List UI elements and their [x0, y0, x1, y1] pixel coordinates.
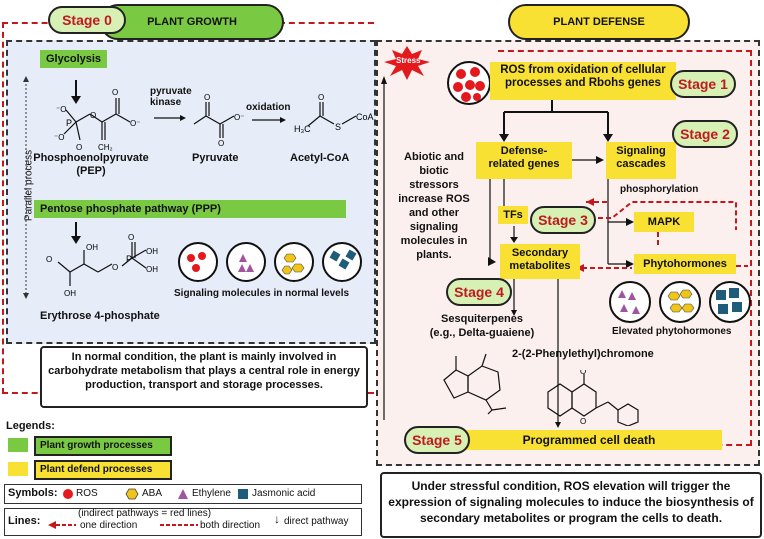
svg-text:O⁻: O⁻ [130, 119, 140, 128]
svg-text:O: O [580, 370, 586, 376]
oxidation-label: oxidation [246, 102, 291, 113]
legend-direct-arrow: ↓ [274, 512, 280, 526]
tfs-box: TFs [498, 206, 528, 224]
pyruvate-label: Pyruvate [192, 152, 239, 164]
svg-text:P: P [66, 118, 72, 128]
stressors-text: Abiotic and biotic stressors increase RO… [398, 151, 470, 261]
erythrose-label: Erythrose 4-phosphate [40, 310, 160, 322]
svg-text:CoA: CoA [356, 112, 374, 122]
legend-growth-swatch [8, 438, 28, 452]
legend-lines-box [4, 508, 362, 536]
ros-cluster-icon [447, 61, 491, 105]
mapk-box: MAPK [634, 212, 694, 232]
svg-text:OH: OH [146, 247, 158, 256]
acetylcoa-label: Acetyl-CoA [290, 152, 350, 164]
elevated-phytohormones-label: Elevated phytohormones [612, 326, 732, 337]
sesquiterpenes-label: Sesquiterpenes (e.g., Delta-guaiene) [429, 313, 535, 339]
svg-text:OH: OH [64, 289, 76, 298]
chromone-label: 2-(2-Phenylethyl)chromone [512, 348, 654, 360]
signaling-normal-label: Signaling molecules in normal levels [174, 288, 350, 299]
plant-defense-header: PLANT DEFENSE [508, 4, 690, 40]
secondary-metabolites-box: Secondary metabolites [500, 244, 580, 279]
elevated-phytohormone-icons [609, 281, 751, 323]
legend-growth-label: Plant growth processes [34, 436, 172, 456]
svg-text:O: O [112, 263, 118, 272]
legend-ros: ROS [76, 488, 98, 499]
defense-note: Under stressful condition, ROS elevation… [380, 472, 762, 538]
defense-genes-box: Defense- related genes [476, 142, 572, 179]
legend-symbols-label: Symbols: [8, 487, 58, 499]
legend-indirect: (indirect pathways = red lines) [78, 508, 212, 519]
svg-text:O: O [76, 143, 82, 152]
svg-text:S: S [335, 122, 341, 132]
stage4-badge: Stage 4 [446, 278, 512, 306]
svg-text:O: O [128, 233, 134, 242]
pyruvate-kinase-label: pyruvate kinase [150, 86, 192, 108]
ppp-label: Pentose phosphate pathway (PPP) [34, 200, 346, 218]
stage5-badge: Stage 5 [404, 426, 470, 454]
legend-line-samples [48, 521, 198, 529]
stress-label: Stress [396, 56, 421, 65]
legend-ethylene: Ethylene [192, 488, 231, 499]
legend-aba: ABA [142, 488, 163, 499]
stage3-badge: Stage 3 [530, 206, 596, 234]
growth-structures: ⁻O P ⁻O O O O O⁻ CH₂ O O O⁻ H₃C O S CoA … [23, 76, 374, 299]
svg-text:P: P [126, 254, 132, 264]
delta-guaiene-structure [443, 353, 507, 415]
stage1-badge: Stage 1 [670, 70, 736, 98]
svg-text:O: O [112, 88, 118, 97]
svg-text:OH: OH [86, 243, 98, 252]
svg-text:H₃C: H₃C [294, 124, 311, 134]
legend-jasmonic: Jasmonic acid [252, 488, 316, 499]
signaling-cascades-box: Signaling cascades [606, 142, 676, 179]
svg-text:CH₂: CH₂ [98, 143, 113, 152]
svg-text:O: O [218, 139, 224, 148]
svg-text:OH: OH [146, 265, 158, 274]
chromone-structure: O O [547, 370, 639, 426]
defense-arrows [381, 76, 748, 428]
svg-text:O: O [90, 111, 96, 120]
svg-text:O: O [318, 93, 324, 102]
glycolysis-label: Glycolysis [40, 50, 108, 68]
stage2-badge: Stage 2 [672, 120, 738, 148]
stress-burst-icon [384, 46, 430, 80]
legend-one-direction: one direction [80, 520, 138, 531]
svg-text:⁻O: ⁻O [54, 133, 64, 142]
pcd-box: Programmed cell death [456, 430, 722, 450]
svg-text:O: O [580, 417, 586, 426]
legend-lines-label: Lines: [8, 515, 41, 527]
legend-symbol-icons [63, 488, 248, 500]
svg-text:⁻O: ⁻O [56, 105, 66, 114]
legend-defend-label: Plant defend processes [34, 460, 172, 480]
growth-note: In normal condition, the plant is mainly… [40, 346, 368, 408]
phytohormones-box: Phytohormones [634, 254, 736, 274]
svg-text:O⁻: O⁻ [234, 113, 244, 122]
legend-direct: direct pathway [284, 516, 349, 527]
svg-text:O: O [46, 255, 52, 264]
legend-both-direction: both direction [200, 520, 261, 531]
svg-text:O: O [204, 93, 210, 102]
pep-label: Phosphoenolpyruvate (PEP) [33, 152, 149, 177]
growth-panel [6, 40, 376, 344]
legend-title: Legends: [6, 420, 55, 432]
legend-symbols-box [4, 484, 362, 504]
normal-signaling-icons [178, 242, 362, 282]
phosphorylation-label: phosphorylation [620, 184, 699, 195]
ros-box: ROS from oxidation of cellular processes… [490, 62, 676, 100]
plant-growth-header: PLANT GROWTH [100, 4, 284, 40]
stage0-badge: Stage 0 [48, 6, 126, 34]
legend-defend-swatch [8, 462, 28, 476]
